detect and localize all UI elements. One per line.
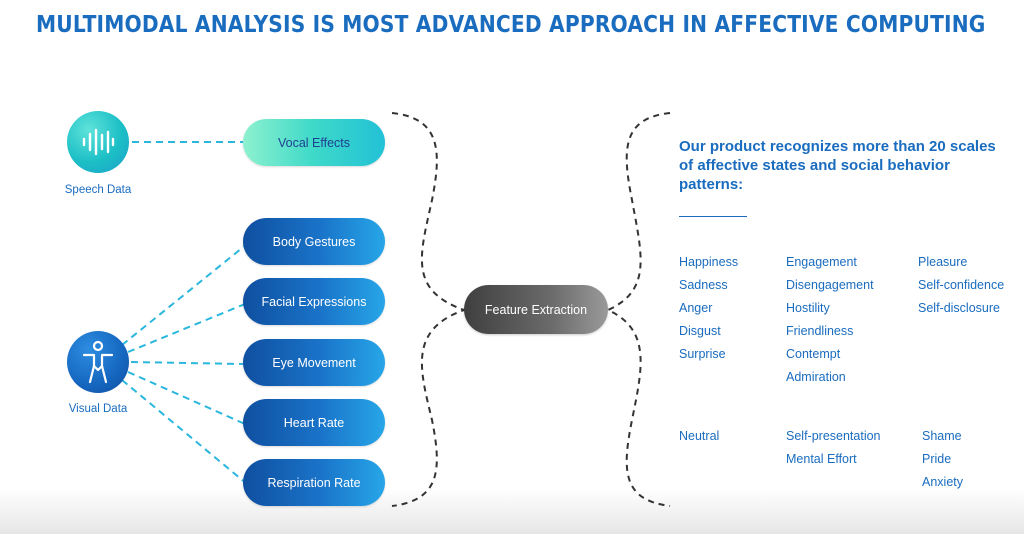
visual-connector-5 bbox=[121, 379, 248, 485]
state-item: Friendliness bbox=[786, 324, 854, 338]
state-item: Contempt bbox=[786, 347, 841, 361]
state-item: Pride bbox=[922, 452, 952, 466]
state-item: Admiration bbox=[786, 370, 846, 384]
visual-data-icon-circle bbox=[67, 331, 129, 393]
state-item: Disengagement bbox=[786, 278, 874, 292]
speech-data-icon-circle bbox=[67, 111, 129, 173]
page-title: MULTIMODAL ANALYSIS IS MOST ADVANCED APP… bbox=[36, 10, 986, 38]
speech-data-label: Speech Data bbox=[64, 184, 132, 196]
intro-text: Our product recognizes more than 20 scal… bbox=[679, 138, 996, 193]
feature-extraction-node: Feature Extraction bbox=[464, 285, 608, 334]
left-brace bbox=[391, 112, 467, 507]
state-item: Surprise bbox=[679, 347, 726, 361]
state-item: Self-confidence bbox=[918, 278, 1005, 292]
visual-connector-2 bbox=[127, 303, 246, 353]
intro-underline bbox=[679, 216, 747, 217]
sound-wave-icon bbox=[82, 128, 115, 156]
facial-expressions-pill: Facial Expressions bbox=[243, 278, 385, 325]
state-item: Shame bbox=[922, 429, 962, 443]
visual-data-label: Visual Data bbox=[68, 403, 128, 415]
state-item: Happiness bbox=[679, 255, 739, 269]
state-item: Pleasure bbox=[918, 255, 968, 269]
visual-connector-3 bbox=[130, 361, 244, 365]
state-item: Anger bbox=[679, 301, 713, 315]
state-item: Self-disclosure bbox=[918, 301, 1000, 315]
right-brace bbox=[605, 112, 671, 507]
state-item: Neutral bbox=[679, 429, 720, 443]
human-figure-icon bbox=[82, 340, 114, 384]
body-gestures-pill: Body Gestures bbox=[243, 218, 385, 265]
bottom-fade bbox=[0, 488, 1024, 534]
respiration-rate-pill: Respiration Rate bbox=[243, 459, 385, 506]
visual-connector-1 bbox=[121, 243, 248, 346]
state-item: Self-presentation bbox=[786, 429, 881, 443]
heart-rate-pill: Heart Rate bbox=[243, 399, 385, 446]
visual-connector-4 bbox=[127, 371, 246, 425]
eye-movement-pill: Eye Movement bbox=[243, 339, 385, 386]
state-item: Engagement bbox=[786, 255, 857, 269]
state-item: Sadness bbox=[679, 278, 728, 292]
vocal-effects-pill: Vocal Effects bbox=[243, 119, 385, 166]
state-item: Anxiety bbox=[922, 475, 963, 489]
state-item: Disgust bbox=[679, 324, 721, 338]
state-item: Mental Effort bbox=[786, 452, 857, 466]
state-item: Hostility bbox=[786, 301, 830, 315]
